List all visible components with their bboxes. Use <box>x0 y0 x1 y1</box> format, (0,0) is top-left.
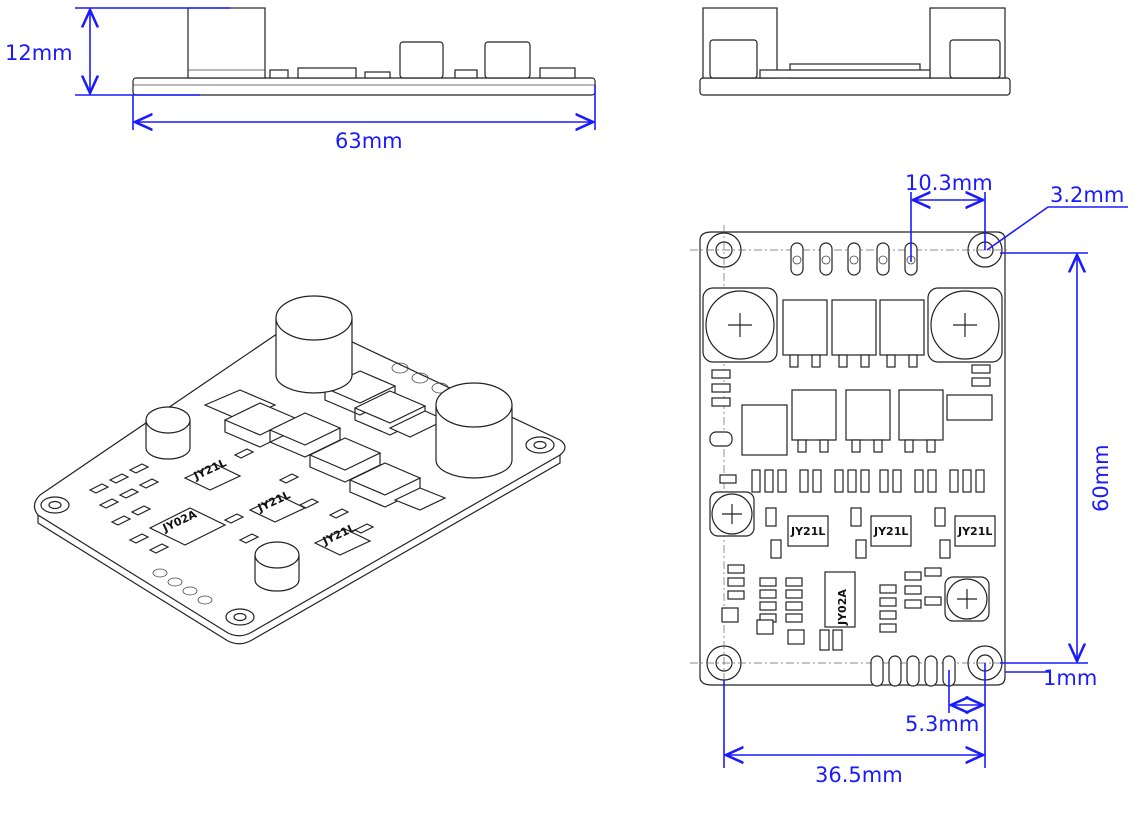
horizontal-spacing-label: 36.5mm <box>815 763 903 787</box>
length-label: 63mm <box>335 129 403 153</box>
isometric-view: JY21L JY21L JY21L JY02A <box>33 295 566 645</box>
dimension-hole-diameter: 3.2mm <box>986 183 1128 251</box>
small-capacitors <box>709 491 990 622</box>
pin-offset-label: 10.3mm <box>905 171 993 195</box>
dimension-pin-offset: 10.3mm <box>905 171 993 262</box>
driver-chip-label-3: JY21L <box>957 525 992 538</box>
iso-passives <box>88 448 375 554</box>
vertical-spacing-label: 60mm <box>1089 444 1113 512</box>
passive-components <box>709 364 991 651</box>
dimension-bottom-pin-offset: 5.3mm <box>905 663 986 736</box>
driver-chips: JY21L JY21L JY21L JY02A <box>787 515 996 628</box>
top-pin-header <box>790 242 918 276</box>
dimension-horizontal-spacing: 36.5mm <box>723 680 986 787</box>
height-label: 12mm <box>5 41 73 65</box>
side-view-end <box>699 7 1011 96</box>
mosfets <box>741 299 993 456</box>
side-view-front <box>132 7 596 96</box>
iso-mosfets <box>203 370 447 511</box>
top-view-board: JY21L JY21L JY21L JY02A <box>690 225 1010 690</box>
iso-capacitors <box>145 295 513 592</box>
driver-chip-label-2: JY21L <box>873 525 908 538</box>
dimension-height: 12mm <box>5 7 230 96</box>
edge-offset-label: 1mm <box>1043 666 1097 690</box>
large-capacitors <box>702 287 1003 363</box>
driver-chip-label-1: JY21L <box>790 525 825 538</box>
dimension-length: 63mm <box>132 85 596 153</box>
iso-pin-holes <box>152 362 449 605</box>
dimension-edge-offset: 1mm <box>1005 666 1097 690</box>
controller-chip-label: JY02A <box>836 589 849 626</box>
dimension-vertical-spacing: 60mm <box>1000 252 1113 664</box>
bottom-pin-header <box>870 655 956 687</box>
bottom-pin-offset-label: 5.3mm <box>905 712 979 736</box>
hole-diameter-label: 3.2mm <box>1050 183 1124 207</box>
